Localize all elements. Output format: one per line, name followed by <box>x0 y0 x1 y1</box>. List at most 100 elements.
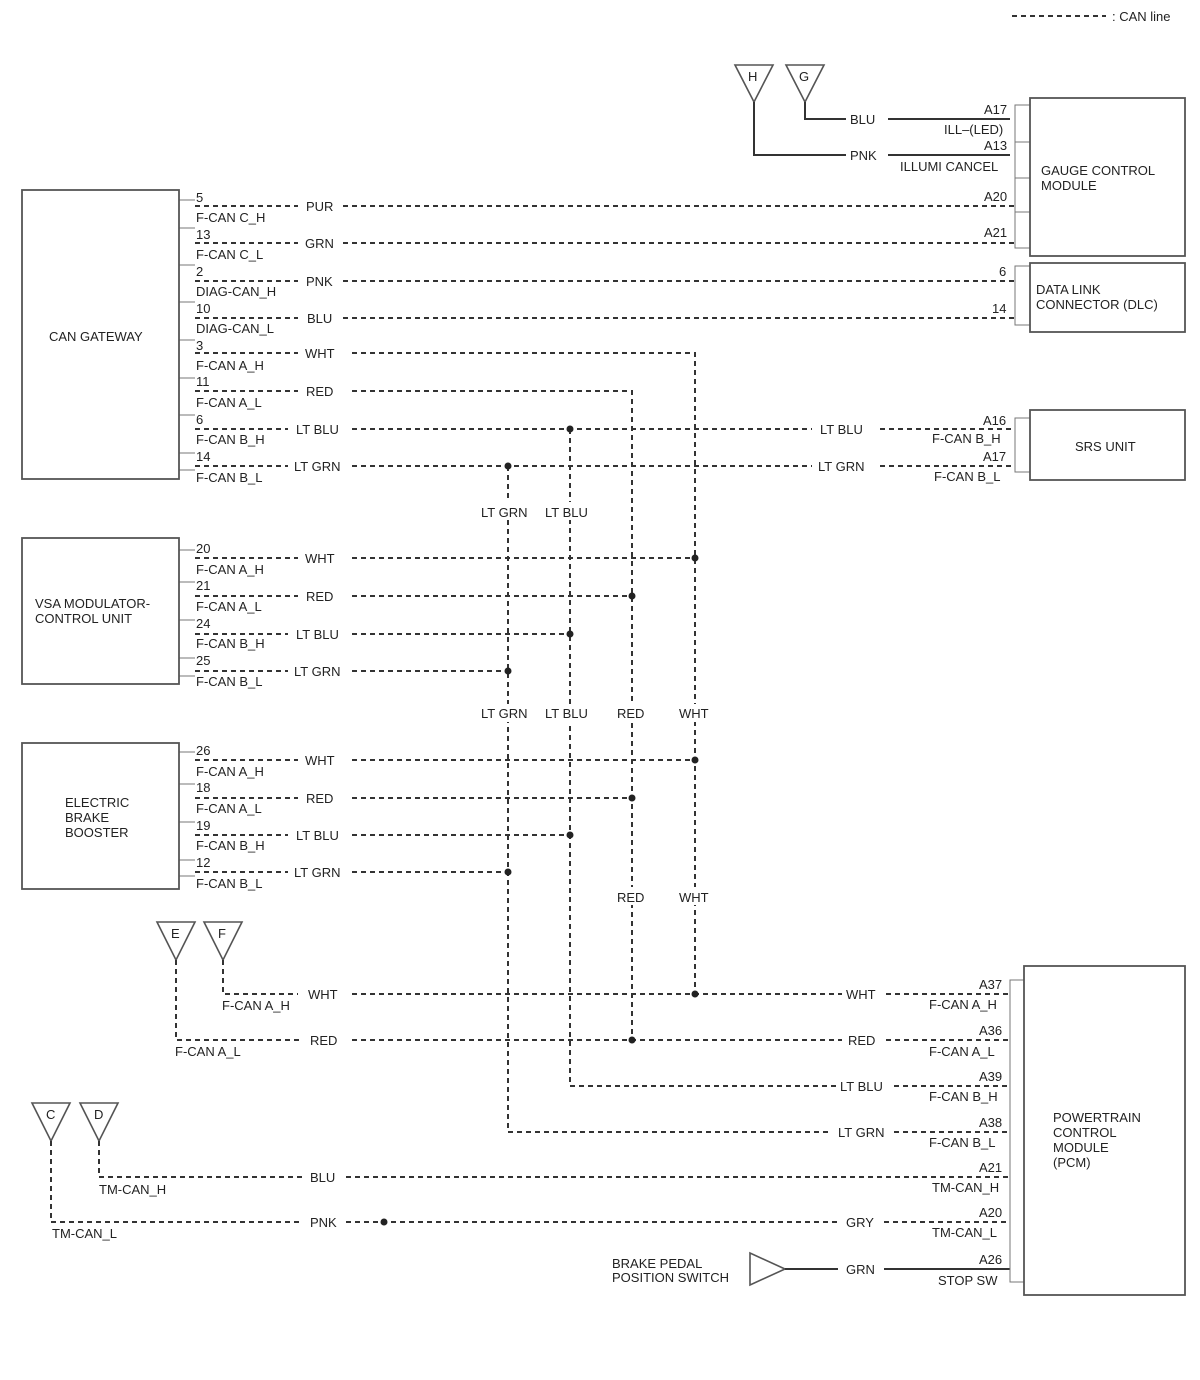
pin-signal: F-CAN B_L <box>196 876 262 891</box>
ebb-box <box>21 742 180 890</box>
pin-number: 2 <box>196 264 203 279</box>
pin-number: A17 <box>983 449 1006 464</box>
bus-color-label: WHT <box>679 706 709 721</box>
gauge-label-line2: MODULE <box>1041 178 1097 193</box>
vsa-box <box>21 537 180 685</box>
pin-signal: F-CAN B_H <box>929 1089 998 1104</box>
pin-signal: F-CAN A_L <box>196 801 262 816</box>
pin-signal: F-CAN B_L <box>196 470 262 485</box>
srs-box <box>1029 409 1186 481</box>
pin-signal: F-CAN A_L <box>929 1044 995 1059</box>
wire-color: GRN <box>305 236 334 251</box>
junction-dot <box>691 554 699 562</box>
wire-color: WHT <box>305 753 335 768</box>
label-mask <box>540 502 598 520</box>
pin-signal: DIAG-CAN_H <box>196 284 276 299</box>
pin-signal: F-CAN A_H <box>196 562 264 577</box>
connector-h-label: H <box>748 69 757 84</box>
label-mask <box>540 704 598 722</box>
pin-signal: F-CAN A_H <box>222 998 290 1013</box>
gateway-connector-bracket <box>178 190 195 471</box>
bus-color-label: WHT <box>679 890 709 905</box>
ebb-label-line3: BOOSTER <box>65 825 129 840</box>
pcm-label-line1: POWERTRAIN <box>1053 1110 1141 1125</box>
pin-signal: TM-CAN_H <box>932 1180 999 1195</box>
can-gateway-label: CAN GATEWAY <box>49 329 143 344</box>
pcm-connector-bracket <box>1009 979 1024 1283</box>
vsa-label-line1: VSA MODULATOR- <box>35 596 150 611</box>
gauge-box <box>1029 97 1186 257</box>
wire-color: LT GRN <box>818 459 864 474</box>
pin-number: 20 <box>196 541 210 556</box>
bus-color-label: LT GRN <box>481 505 527 520</box>
wire-f <box>222 960 298 995</box>
gauge-connector-bracket <box>1014 104 1030 249</box>
junction-dot <box>628 592 636 600</box>
pin-number: A36 <box>979 1023 1002 1038</box>
connector-e-label: E <box>171 926 180 941</box>
wire-color: LT GRN <box>838 1125 884 1140</box>
pin-signal: F-CAN B_L <box>934 469 1000 484</box>
wire-color: WHT <box>305 551 335 566</box>
pin-number: 14 <box>196 449 210 464</box>
bus-color-label: LT BLU <box>545 505 588 520</box>
pin-number: A20 <box>979 1205 1002 1220</box>
wire-color: WHT <box>308 987 338 1002</box>
pin-signal: DIAG-CAN_L <box>196 321 274 336</box>
wire-color: LT GRN <box>294 459 340 474</box>
pcm-label-line2: CONTROL <box>1053 1125 1117 1140</box>
wire-color: LT BLU <box>820 422 863 437</box>
junction-dot <box>504 667 512 675</box>
bus-color-label: RED <box>617 890 644 905</box>
pin-number: A16 <box>983 413 1006 428</box>
pcm-label-line3: MODULE <box>1053 1140 1109 1155</box>
pin-number: 24 <box>196 616 210 631</box>
vsa-connector-bracket <box>178 540 195 677</box>
label-mask <box>612 887 652 905</box>
label-mask <box>612 704 652 722</box>
pin-signal: F-CAN A_L <box>196 599 262 614</box>
pin-number: A17 <box>984 102 1007 117</box>
pin-number: 13 <box>196 227 210 242</box>
wire-color: LT BLU <box>296 828 339 843</box>
wire-color: GRY <box>846 1215 874 1230</box>
legend-label: : CAN line <box>1112 9 1171 24</box>
pin-signal: TM-CAN_L <box>52 1226 117 1241</box>
pin-number: A13 <box>984 138 1007 153</box>
pin-number: A20 <box>984 189 1007 204</box>
pin-signal: F-CAN A_L <box>196 395 262 410</box>
pin-number: 25 <box>196 653 210 668</box>
dlc-connector-bracket <box>1014 265 1030 326</box>
connector-f-label: F <box>218 926 226 941</box>
pin-number: 3 <box>196 338 203 353</box>
brake-switch-label-line1: BRAKE PEDAL <box>612 1256 702 1271</box>
dlc-label-line2: CONNECTOR (DLC) <box>1036 297 1158 312</box>
connector-e: E <box>155 921 197 962</box>
junction-dot <box>691 990 699 998</box>
brake-switch-label-line2: POSITION SWITCH <box>612 1270 729 1285</box>
srs-label: SRS UNIT <box>1075 439 1136 454</box>
pin-number: 14 <box>992 301 1006 316</box>
wire-d <box>98 1141 302 1178</box>
connector-g: G <box>784 64 826 104</box>
wire-c <box>50 1141 302 1223</box>
wire-color: PNK <box>850 148 877 163</box>
wire-color: PNK <box>310 1215 337 1230</box>
pcm-box <box>1023 965 1186 1296</box>
pin-signal: ILL–(LED) <box>944 122 1003 137</box>
wire-color: RED <box>310 1033 337 1048</box>
pin-signal: F-CAN C_L <box>196 247 263 262</box>
junction-dot <box>628 794 636 802</box>
pin-number: 21 <box>196 578 210 593</box>
ebb-label-line2: BRAKE <box>65 810 109 825</box>
pin-number: A21 <box>984 225 1007 240</box>
wire-color: PUR <box>306 199 333 214</box>
wire-color: BLU <box>850 112 875 127</box>
connector-d-label: D <box>94 1107 103 1122</box>
pin-number: A38 <box>979 1115 1002 1130</box>
connector-d: D <box>78 1102 120 1143</box>
junction-dot <box>566 425 574 433</box>
label-mask <box>674 704 716 722</box>
wire-e <box>175 960 302 1041</box>
junction-dot <box>566 831 574 839</box>
